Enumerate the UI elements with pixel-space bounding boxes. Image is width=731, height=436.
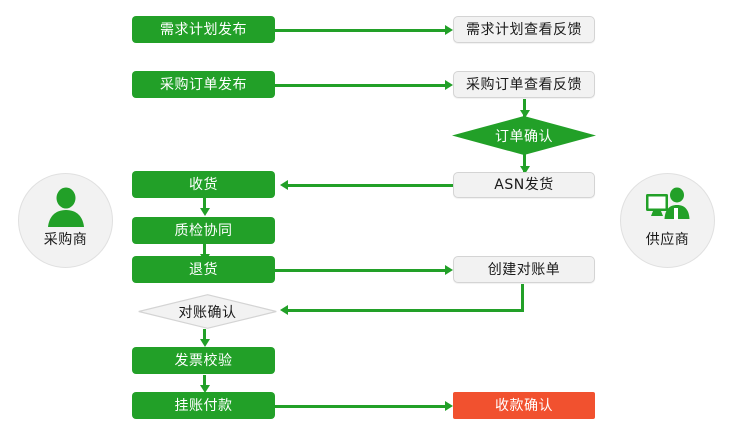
connector-statement-to-confirm bbox=[288, 309, 524, 312]
connector-po-publish bbox=[275, 84, 447, 87]
arrowhead-asn-to-receive bbox=[280, 180, 288, 190]
connector-payment-to-receipt bbox=[275, 405, 447, 408]
arrowhead-invoice-to-payment bbox=[200, 385, 210, 393]
arrowhead-return-to-statement bbox=[445, 265, 453, 275]
arrowhead-demand-plan bbox=[445, 25, 453, 35]
node-statement-confirm[interactable]: 对账确认 bbox=[138, 294, 277, 329]
arrowhead-receive-to-qc bbox=[200, 208, 210, 216]
connector-return-to-statement bbox=[275, 269, 447, 272]
actor-supplier[interactable]: 供应商 bbox=[620, 173, 715, 268]
connector-receive-to-qc bbox=[203, 198, 206, 212]
node-asn-shipment[interactable]: ASN发货 bbox=[453, 172, 595, 198]
diamond-shape-gray bbox=[138, 294, 277, 329]
connector-demand-plan bbox=[275, 29, 447, 32]
connector-invoice-to-payment bbox=[203, 375, 206, 389]
node-order-confirm-label: 订单确认 bbox=[495, 128, 553, 145]
diamond-shape-green bbox=[452, 116, 596, 155]
node-payment-receipt-confirm[interactable]: 收款确认 bbox=[453, 392, 595, 419]
node-quality-collab[interactable]: 质检协同 bbox=[132, 217, 275, 244]
node-order-confirm[interactable]: 订单确认 bbox=[452, 116, 596, 155]
node-invoice-check[interactable]: 发票校验 bbox=[132, 347, 275, 374]
connector-confirm-to-invoice bbox=[203, 329, 206, 343]
node-demand-plan-publish[interactable]: 需求计划发布 bbox=[132, 16, 275, 43]
user-icon bbox=[47, 187, 84, 227]
connector-order-confirm-to-asn bbox=[523, 154, 526, 174]
connector-statement-down bbox=[521, 284, 524, 312]
actor-buyer[interactable]: 采购商 bbox=[18, 173, 113, 268]
node-statement-confirm-label: 对账确认 bbox=[178, 304, 237, 321]
user-computer-icon bbox=[645, 187, 689, 220]
node-demand-plan-feedback[interactable]: 需求计划查看反馈 bbox=[453, 16, 595, 43]
connector-po-to-order-confirm bbox=[523, 99, 526, 118]
node-po-feedback[interactable]: 采购订单查看反馈 bbox=[453, 71, 595, 98]
node-receive-goods[interactable]: 收货 bbox=[132, 171, 275, 198]
arrowhead-po-publish bbox=[445, 80, 453, 90]
actor-supplier-label: 供应商 bbox=[645, 232, 690, 248]
node-return-goods[interactable]: 退货 bbox=[132, 256, 275, 283]
connector-qc-to-return bbox=[203, 244, 206, 258]
arrowhead-statement-to-confirm bbox=[280, 305, 288, 315]
arrowhead-confirm-to-invoice bbox=[200, 339, 210, 347]
arrowhead-payment-to-receipt bbox=[445, 401, 453, 411]
node-po-publish[interactable]: 采购订单发布 bbox=[132, 71, 275, 98]
arrowhead-order-confirm-to-asn bbox=[520, 166, 530, 174]
actor-buyer-label: 采购商 bbox=[43, 232, 88, 248]
node-create-statement[interactable]: 创建对账单 bbox=[453, 256, 595, 283]
arrowhead-po-to-order-confirm bbox=[520, 110, 530, 118]
connector-asn-to-receive bbox=[288, 184, 453, 187]
node-payment-posting[interactable]: 挂账付款 bbox=[132, 392, 275, 419]
